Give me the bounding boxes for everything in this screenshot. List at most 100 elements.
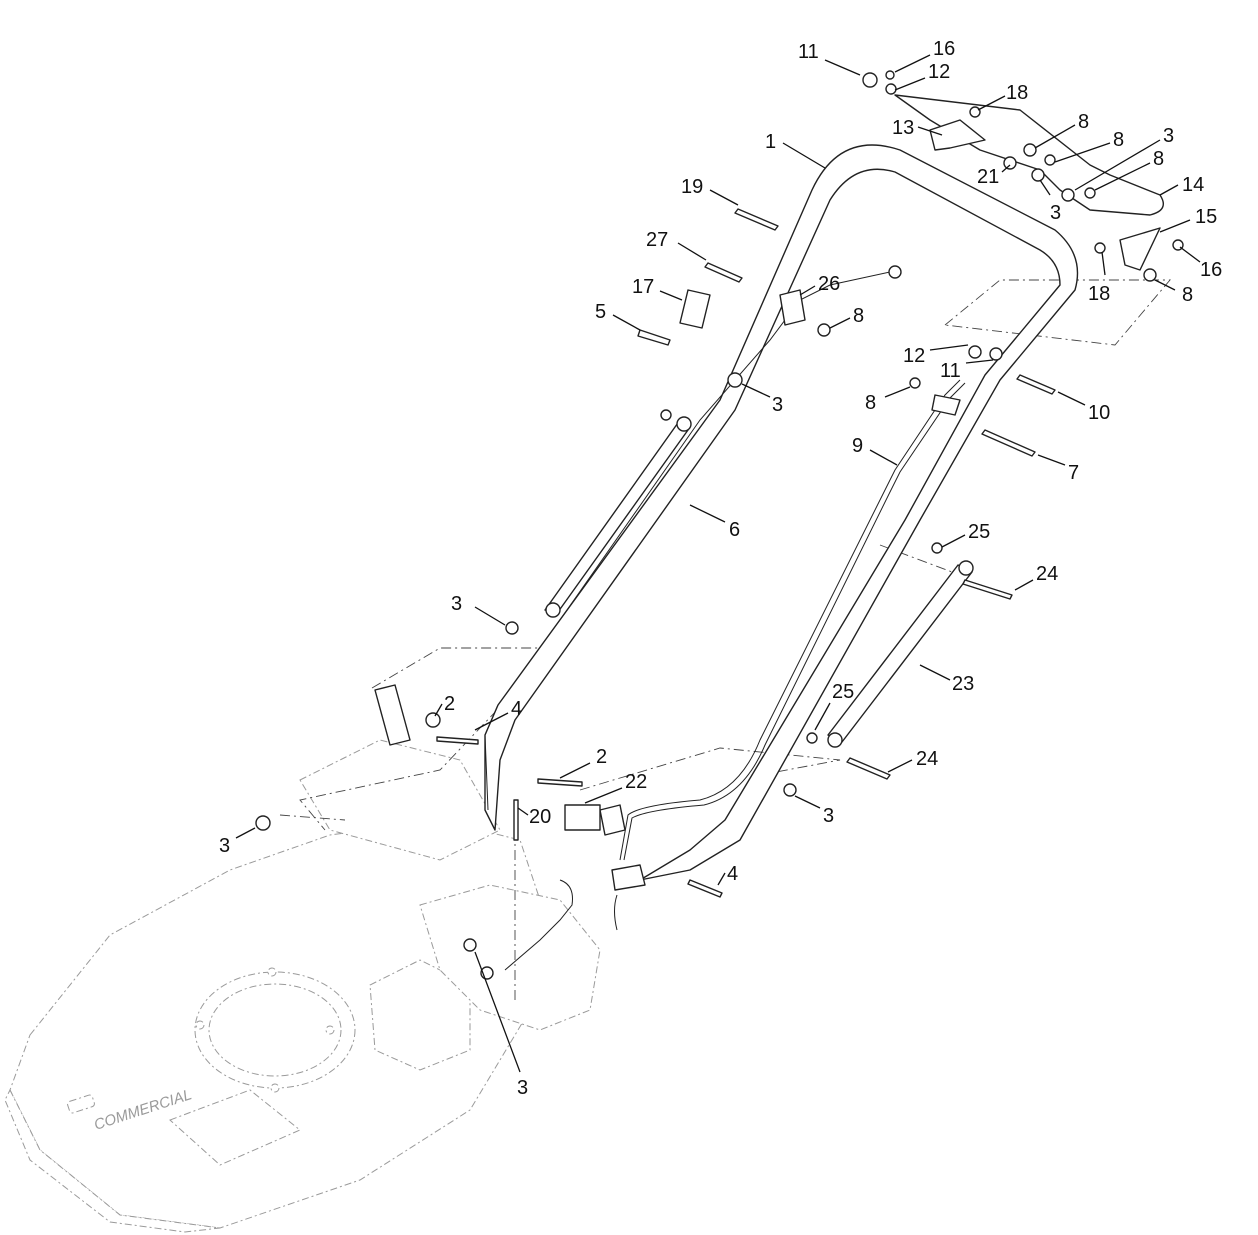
callout-label: 25 (832, 681, 854, 703)
callout-label: 23 (952, 673, 974, 695)
callout-label: 6 (729, 519, 740, 541)
callout-label: 8 (1113, 129, 1124, 151)
callout-label: 2 (444, 693, 455, 715)
callout-label: 18 (1088, 283, 1110, 305)
callout-label: 4 (727, 863, 738, 885)
callout-8-e: 8 (829, 305, 864, 329)
callout-8-d: 8 (1154, 279, 1193, 306)
hardware (255, 70, 1184, 952)
callout-26: 26 (799, 273, 840, 296)
callout-label: 8 (1182, 284, 1193, 306)
callout-4-b: 4 (717, 863, 738, 886)
mower-deck: COMMERCIAL (4, 739, 601, 1233)
callout-label: 8 (865, 392, 876, 414)
callout-3-e: 3 (794, 795, 834, 827)
callout-12-top: 12 (894, 61, 950, 91)
callout-label: 12 (903, 345, 925, 367)
callout-label: 3 (1163, 125, 1174, 147)
callout-label: 26 (818, 273, 840, 295)
main-handle (484, 144, 1079, 881)
callout-label: 3 (772, 394, 783, 416)
callout-24-b: 24 (887, 748, 938, 773)
callout-16-b: 16 (1179, 246, 1222, 281)
callout-23: 23 (919, 664, 974, 695)
callout-4-a: 4 (474, 698, 522, 731)
callout-22: 22 (584, 771, 647, 804)
callout-2-a: 2 (434, 693, 455, 717)
callout-label: 10 (1088, 402, 1110, 424)
callout-7: 7 (1037, 454, 1079, 484)
callout-10: 10 (1057, 391, 1110, 424)
callout-label: 17 (632, 276, 654, 298)
callout-label: 7 (1068, 462, 1079, 484)
callout-label: 21 (977, 166, 999, 188)
callout-20: 20 (517, 806, 551, 828)
callout-1: 1 (765, 131, 826, 169)
callout-label: 14 (1182, 174, 1204, 196)
callout-label: 4 (511, 698, 522, 720)
callout-label: 27 (646, 229, 668, 251)
callout-24-a: 24 (1014, 563, 1058, 591)
callout-3-top: 3 (1074, 125, 1174, 191)
callout-label: 3 (451, 593, 462, 615)
callout-label: 8 (1078, 111, 1089, 133)
callouts: 11 16 12 18 13 8 1 8 3 8 21 14 3 15 19 1… (219, 38, 1222, 1099)
callout-27: 27 (646, 229, 707, 261)
callout-8-b: 8 (1054, 129, 1124, 163)
callout-11-top: 11 (798, 41, 861, 76)
callout-9: 9 (852, 435, 898, 466)
callout-label: 3 (517, 1077, 528, 1099)
callout-8-f: 8 (865, 386, 911, 414)
callout-label: 3 (823, 805, 834, 827)
callout-3-d: 3 (451, 593, 506, 626)
callout-3-c: 3 (741, 383, 783, 416)
callout-label: 11 (940, 360, 961, 382)
callout-label: 8 (1153, 148, 1164, 170)
callout-2-b: 2 (559, 746, 607, 779)
callout-18-b: 18 (1088, 251, 1110, 305)
callout-21: 21 (977, 164, 1011, 188)
callout-label: 9 (852, 435, 863, 457)
callout-8-a: 8 (1034, 111, 1089, 149)
callout-label: 3 (219, 835, 230, 857)
callout-13: 13 (892, 117, 943, 139)
callout-label: 8 (853, 305, 864, 327)
callout-label: 18 (1006, 82, 1028, 104)
callout-label: 16 (933, 38, 955, 60)
callout-label: 1 (765, 131, 776, 153)
callout-18-top: 18 (977, 82, 1028, 111)
callout-3-b: 3 (1039, 179, 1061, 224)
callout-label: 24 (1036, 563, 1058, 585)
callout-3-g: 3 (474, 951, 528, 1099)
cables (480, 265, 966, 980)
callout-25-a: 25 (941, 521, 990, 548)
callout-label: 11 (798, 41, 819, 63)
callout-17: 17 (632, 276, 683, 301)
lower-handle-bar (544, 409, 692, 618)
callout-label: 24 (916, 748, 938, 770)
callout-11-b: 11 (940, 359, 994, 382)
callout-label: 25 (968, 521, 990, 543)
callout-label: 3 (1050, 202, 1061, 224)
callout-label: 13 (892, 117, 914, 139)
callout-label: 15 (1195, 206, 1217, 228)
callout-label: 19 (681, 176, 703, 198)
callout-6: 6 (689, 504, 740, 541)
callout-label: 22 (625, 771, 647, 793)
callout-8-c: 8 (1094, 148, 1164, 191)
callout-3-f: 3 (219, 827, 256, 857)
callout-label: 20 (529, 806, 551, 828)
callout-label: 5 (595, 301, 606, 323)
callout-5: 5 (595, 301, 641, 331)
callout-14: 14 (1159, 174, 1204, 196)
handle-link (827, 560, 974, 748)
callout-label: 16 (1200, 259, 1222, 281)
callout-25-b: 25 (814, 681, 854, 731)
callout-15: 15 (1159, 206, 1217, 233)
callout-label: 12 (928, 61, 950, 83)
callout-label: 2 (596, 746, 607, 768)
callout-12-b: 12 (903, 344, 969, 367)
callout-19: 19 (681, 176, 739, 206)
callout-16-top: 16 (894, 38, 955, 73)
